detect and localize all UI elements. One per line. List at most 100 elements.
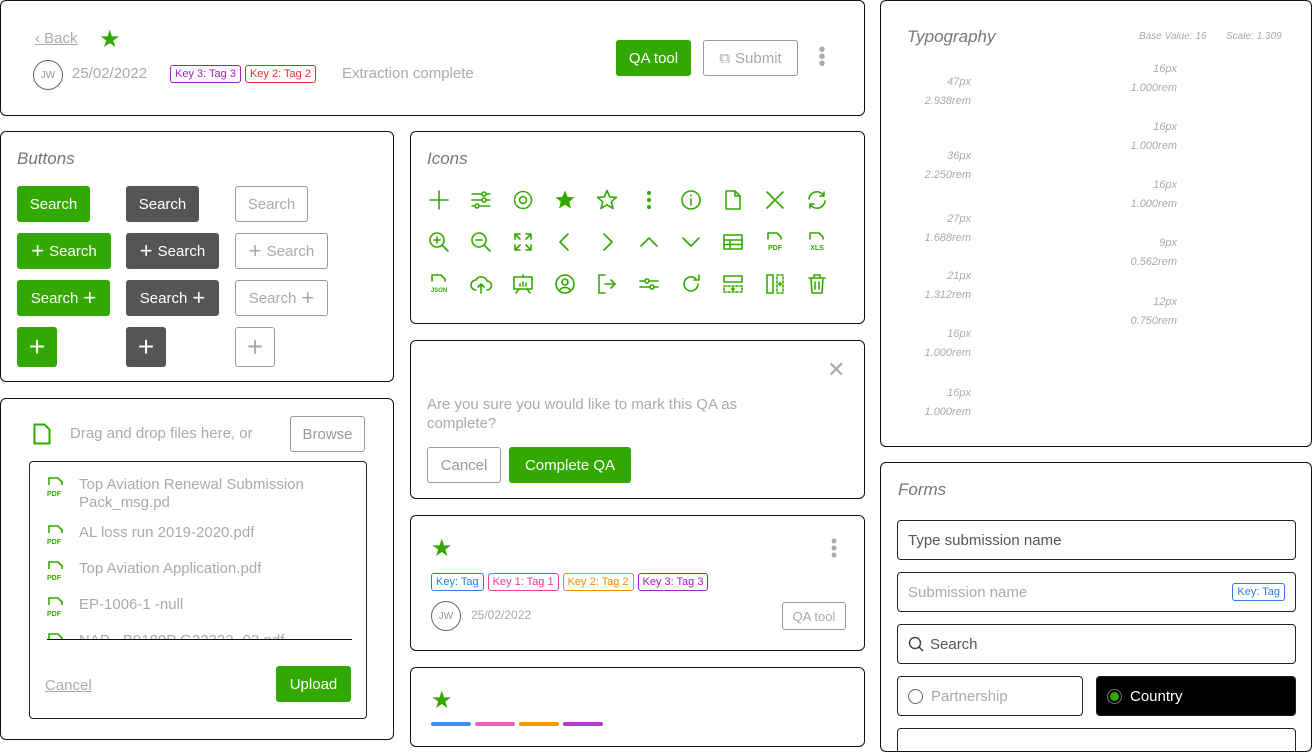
px-value: 16px	[1153, 121, 1177, 133]
label: Search	[157, 242, 206, 260]
gear-icon	[511, 188, 535, 212]
plus-button-green[interactable]: +	[17, 327, 57, 367]
logout-icon	[595, 272, 619, 296]
plus-search-button-dark[interactable]: +Search	[126, 233, 219, 269]
date: 25/02/2022	[471, 608, 532, 622]
search-plus-button-dark[interactable]: Search+	[126, 280, 219, 316]
plus-icon: +	[28, 331, 46, 362]
plus-search-button-outline[interactable]: +Search	[235, 233, 328, 269]
pdf-file-icon: PDF	[47, 525, 63, 546]
panel-title: Typography	[907, 27, 996, 46]
pdf-file-icon: PDF	[47, 561, 63, 582]
file-name: EP-1006-1 -null	[79, 596, 184, 613]
kebab-menu-icon[interactable]: •••	[830, 531, 838, 565]
file-list-item[interactable]: PDF EP-1006-1 -null	[47, 596, 352, 620]
cancel-button[interactable]: Cancel	[427, 447, 501, 483]
complete-qa-button[interactable]: Complete QA	[509, 447, 631, 483]
star-filled-icon	[553, 188, 577, 212]
px-value: 12px	[1153, 296, 1177, 308]
form-field[interactable]	[897, 728, 1296, 751]
submission-name-input[interactable]: Type submission name	[897, 520, 1296, 560]
zoom-in-icon	[427, 230, 451, 254]
pdf-file-icon: PDF	[47, 597, 63, 618]
browse-button[interactable]: Browse	[290, 416, 365, 452]
avatar: JW	[431, 601, 461, 631]
plus-search-button-green[interactable]: +Search	[17, 233, 111, 269]
expand-icon	[511, 230, 535, 254]
panel-title: Icons	[427, 149, 468, 168]
drop-text: Drag and drop files here, or	[70, 425, 253, 442]
plus-button-outline[interactable]: +	[235, 327, 275, 367]
refresh-icon	[805, 188, 829, 212]
plus-icon: +	[248, 238, 262, 263]
search-button-outline[interactable]: Search	[235, 186, 308, 222]
label: Country	[1130, 687, 1183, 705]
label: Search	[29, 195, 78, 213]
rem-value: 1.000rem	[1130, 82, 1177, 94]
svg-text:PDF: PDF	[768, 245, 783, 252]
tag-color-bar	[475, 722, 515, 726]
status-text: Extraction complete	[342, 65, 474, 82]
file-icon	[33, 423, 51, 445]
star-icon[interactable]: ★	[431, 687, 453, 714]
confirm-message: Are you sure you would like to mark this…	[427, 396, 738, 432]
rem-value: 1.688rem	[924, 232, 971, 244]
svg-text:PDF: PDF	[47, 611, 62, 618]
label: Search	[266, 242, 315, 260]
cancel-link[interactable]: Cancel	[45, 677, 92, 694]
submit-button[interactable]: ⧉Submit	[703, 40, 798, 76]
px-value: 16px	[1153, 63, 1177, 75]
forms-panel: Forms Type submission name Submission na…	[880, 462, 1312, 752]
chevron-right-icon	[595, 230, 619, 254]
star-icon[interactable]: ★	[431, 535, 453, 562]
filter-sliders-icon	[637, 272, 661, 296]
tag: Key 1: Tag 1	[487, 573, 559, 591]
plus-icon: +	[83, 285, 97, 310]
search-button-green[interactable]: Search	[17, 186, 90, 222]
close-icon[interactable]: ✕	[827, 357, 846, 382]
svg-text:PDF: PDF	[47, 575, 62, 582]
search-button-dark[interactable]: Search	[126, 186, 199, 222]
plus-icon: +	[139, 238, 153, 263]
tag-color-bar	[431, 722, 471, 726]
input-value: Type submission name	[908, 531, 1062, 549]
tag-color-bar	[563, 722, 603, 726]
plus-icon: +	[192, 285, 206, 310]
search-input[interactable]: Search	[897, 624, 1296, 664]
qa-tool-button[interactable]: QA tool	[782, 602, 846, 630]
search-plus-button-outline[interactable]: Search+	[235, 280, 328, 316]
chevron-left-icon	[553, 230, 577, 254]
typography-panel: Typography Base Value: 16 Scale: 1.309 4…	[880, 0, 1312, 447]
radio-country[interactable]: Country	[1096, 676, 1296, 716]
star-icon[interactable]: ★	[99, 26, 121, 53]
xls-file-icon: XLS	[805, 230, 829, 254]
placeholder: Submission name	[908, 583, 1028, 601]
trash-icon	[805, 272, 829, 296]
tag: Key 3: Tag 3	[637, 573, 709, 591]
radio-unchecked-icon	[908, 688, 923, 704]
kebab-menu-icon[interactable]: •••	[818, 39, 826, 75]
qa-tool-button[interactable]: QA tool	[616, 40, 691, 76]
submission-card-compact[interactable]: ★	[410, 667, 865, 747]
back-link[interactable]: ‹ Back	[35, 30, 78, 47]
search-plus-button-green[interactable]: Search+	[17, 280, 110, 316]
file-list-item[interactable]: PDFNAP - B0180P G22322 -93.pdf	[47, 632, 352, 639]
plus-icon: +	[137, 331, 155, 362]
radio-partnership[interactable]: Partnership	[897, 676, 1083, 716]
radio-checked-icon	[1107, 688, 1122, 704]
plus-button-dark[interactable]: +	[126, 327, 166, 367]
upload-button[interactable]: Upload	[276, 666, 351, 702]
